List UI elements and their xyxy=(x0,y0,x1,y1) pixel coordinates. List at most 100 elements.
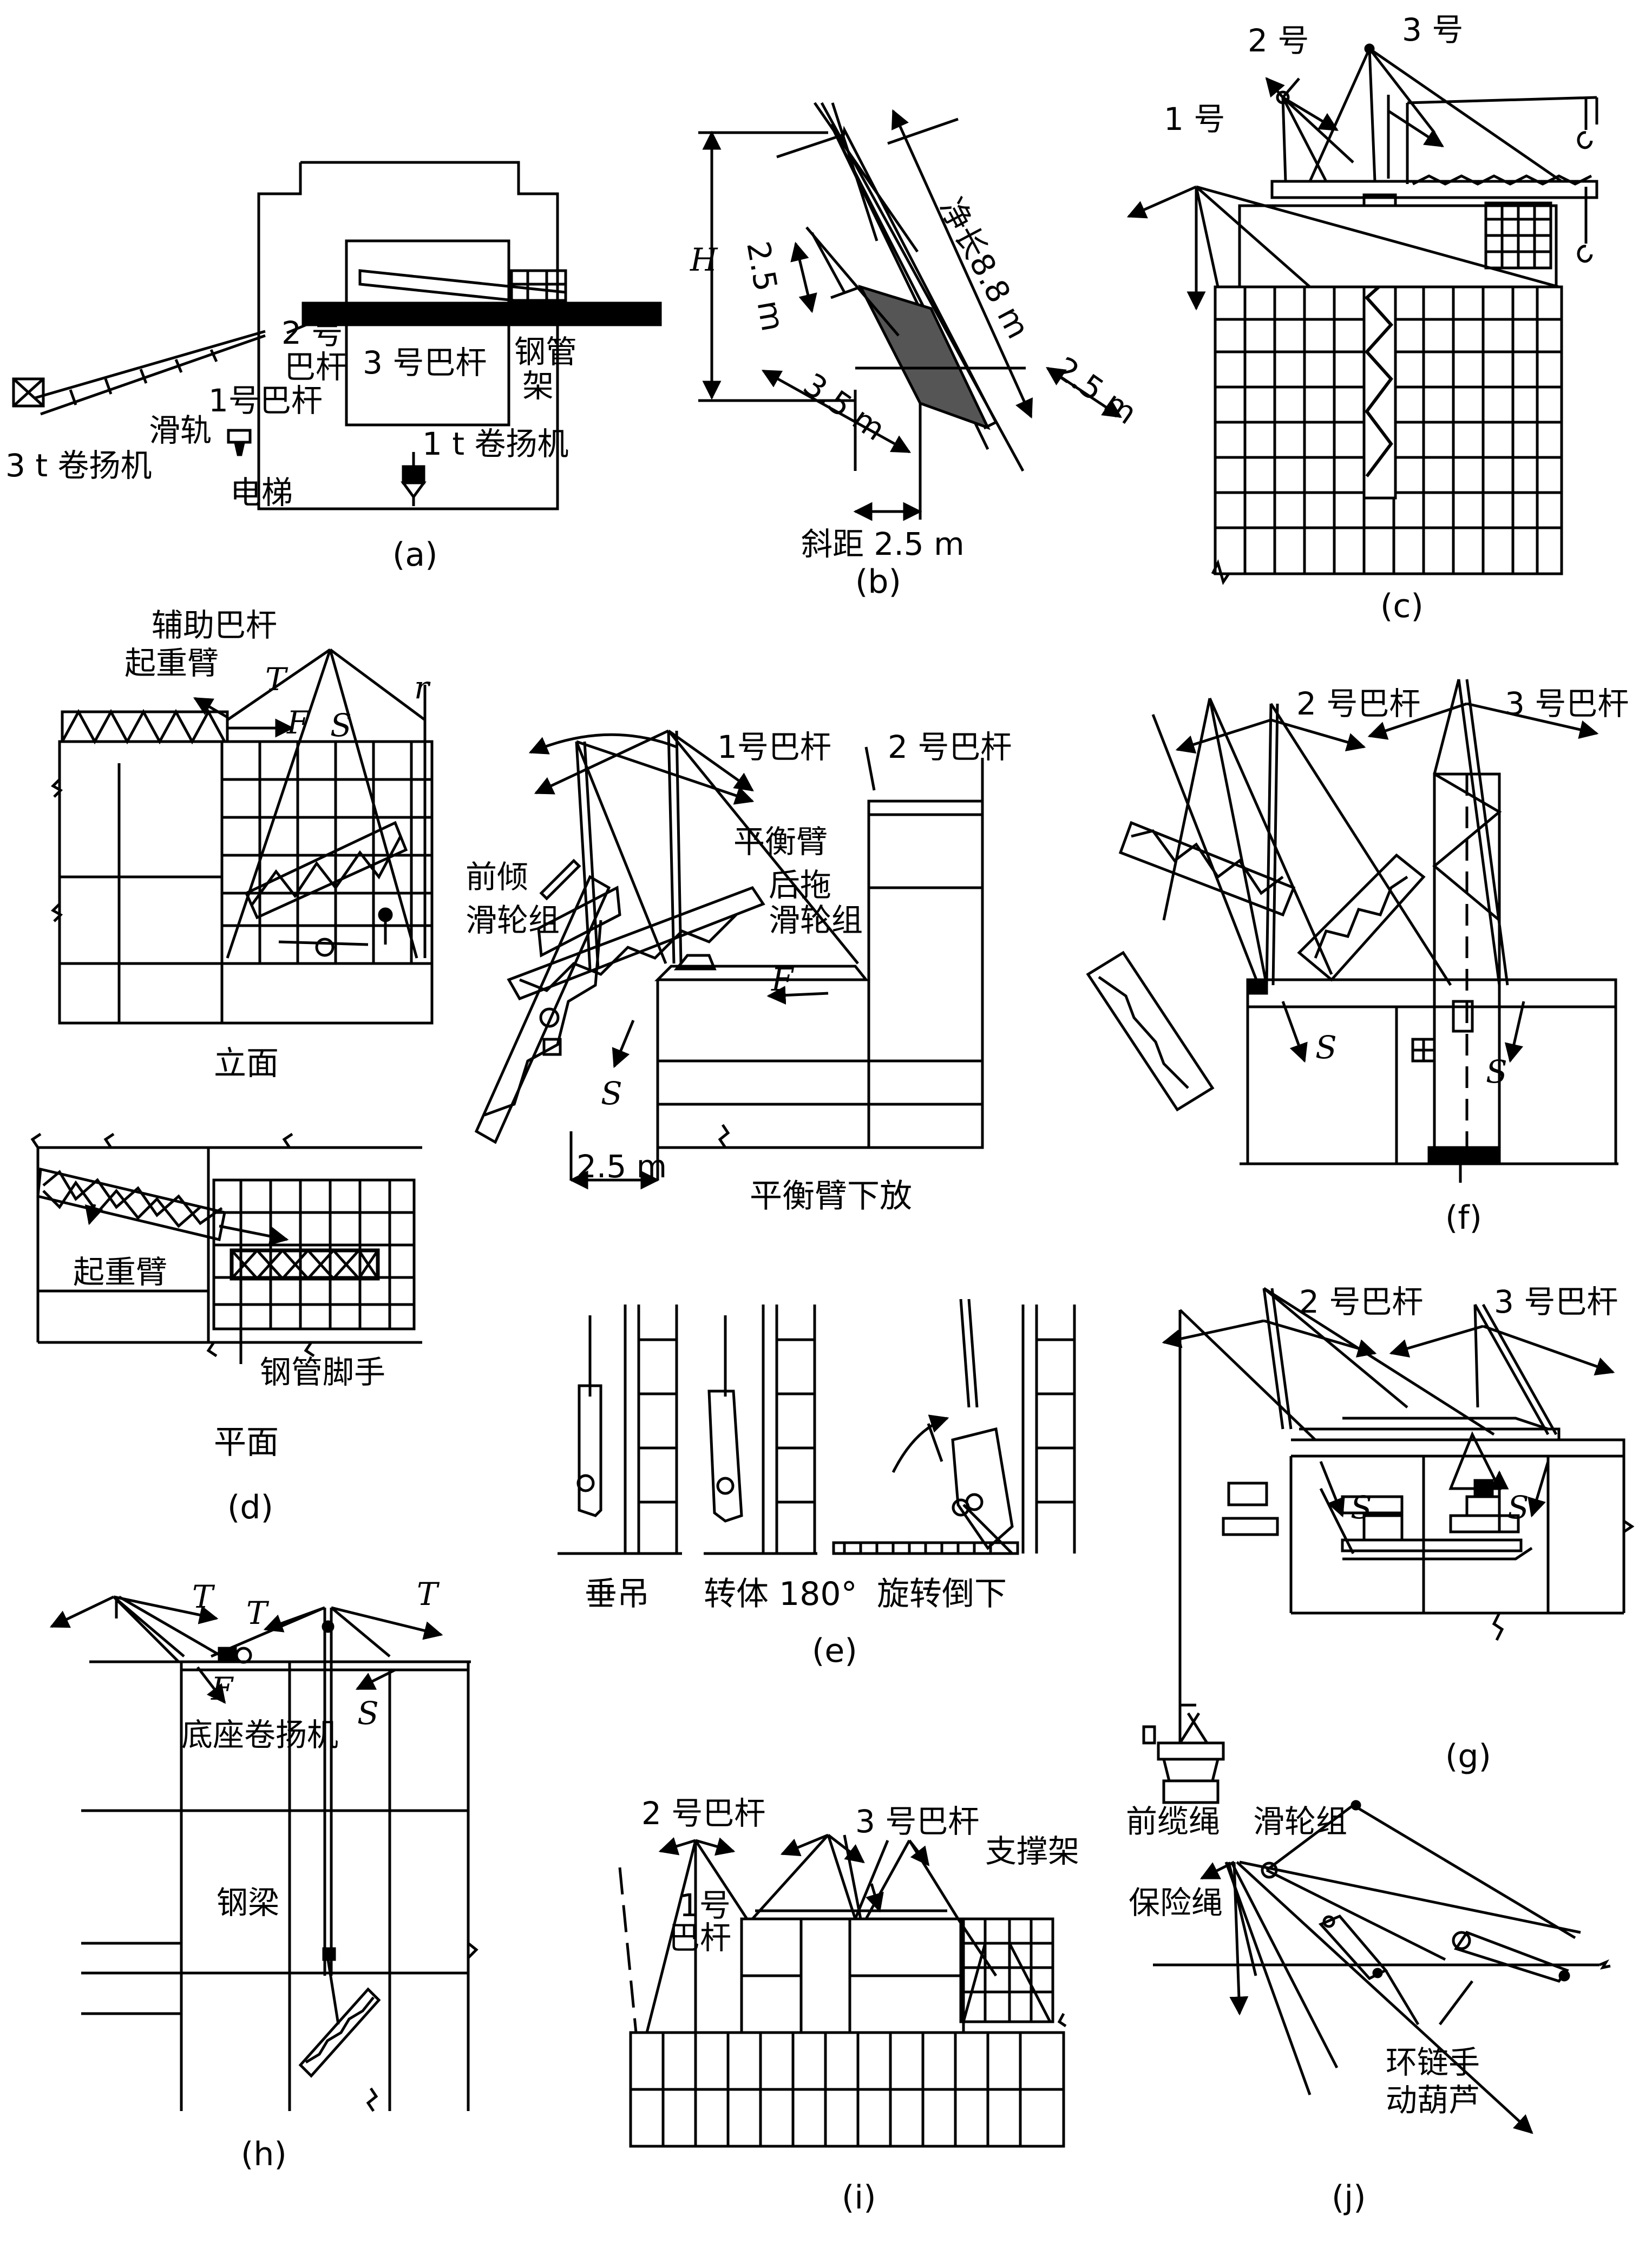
winch-3t-icon xyxy=(12,377,45,408)
e-label-rotate: 转体 180° xyxy=(704,1575,857,1613)
c-label-no2: 2 号 xyxy=(1248,22,1309,59)
b-label-2.5-right: 2.5 m xyxy=(1048,350,1144,432)
boom-3-on-roof xyxy=(324,269,585,316)
b-label-slant: 斜距 2.5 m xyxy=(801,526,965,562)
i-label-pole1-b: 巴杆 xyxy=(668,1919,731,1956)
f-label-S-left: S xyxy=(1315,1029,1337,1066)
center-label-pole1: 1号巴杆 xyxy=(717,729,831,765)
j-label-hoist-a: 环链手 xyxy=(1386,2044,1480,2081)
d-label-r: r xyxy=(414,669,431,706)
panel-j xyxy=(1153,1800,1611,2134)
caption-c: (c) xyxy=(1380,587,1424,625)
dim-8.8m xyxy=(891,109,1033,419)
bay-rectangle xyxy=(345,239,510,427)
h-label-F: F xyxy=(211,1670,234,1707)
truss-segments-f xyxy=(1086,697,1426,1112)
center-label-pulley2: 滑轮组 xyxy=(769,902,863,939)
crane-arm-truss-elev xyxy=(61,709,229,745)
i-label-support: 支撑架 xyxy=(985,1833,1079,1870)
building-center xyxy=(654,746,984,1149)
steel-beam-h xyxy=(298,1959,381,2078)
caption-h: (h) xyxy=(241,2135,287,2173)
center-label-balance: 平衡臂 xyxy=(733,823,828,860)
long-derrick-boom xyxy=(35,330,266,416)
a-label-pipe: 钢管 xyxy=(514,333,577,370)
d-label-T: T xyxy=(265,661,289,698)
gin-poles-f xyxy=(1151,679,1509,995)
balance-arm xyxy=(507,886,765,1001)
h-label-T1: T xyxy=(192,1578,215,1615)
e-label-fall: 旋转倒下 xyxy=(877,1575,1007,1613)
center-label-2.5m: 2.5 m xyxy=(576,1148,667,1185)
roof-top-c xyxy=(1238,180,1598,289)
winch-1t-icon xyxy=(401,452,427,506)
a-label-frame: 架 xyxy=(522,368,554,404)
gin-poles-g xyxy=(1178,1287,1558,1743)
d-label-crane-arm-plan: 起重臂 xyxy=(73,1254,167,1290)
a-label-no2: 2 号 xyxy=(281,314,343,351)
a-label-pole1: 1号巴杆 xyxy=(208,382,323,419)
hook-icons xyxy=(1577,131,1593,263)
caption-d: (d) xyxy=(227,1489,273,1526)
e-label-hang: 垂吊 xyxy=(585,1575,650,1613)
j-label-pulley: 滑轮组 xyxy=(1253,1803,1347,1840)
panel-e xyxy=(558,1299,1076,1555)
d-label-S: S xyxy=(330,707,352,744)
building-h xyxy=(81,1660,478,2112)
i-label-pole3: 3 号巴杆 xyxy=(855,1803,979,1840)
f-label-pole3: 3 号巴杆 xyxy=(1505,685,1629,722)
panel-a xyxy=(12,161,662,510)
dim-3.5m xyxy=(761,369,912,454)
caption-b: (b) xyxy=(855,563,901,601)
d-label-elevation: 立面 xyxy=(214,1045,279,1083)
a-label-rail: 滑轨 xyxy=(149,412,212,449)
d-label-plan: 平面 xyxy=(214,1424,279,1461)
a-label-elevator: 电梯 xyxy=(230,474,293,511)
panel-h xyxy=(49,1595,478,2112)
caption-a: (a) xyxy=(392,536,438,574)
caption-g: (g) xyxy=(1445,1738,1491,1775)
a-label-pole3: 3 号巴杆 xyxy=(363,344,487,381)
b-label-2.5-left: 2.5 m xyxy=(739,239,791,334)
e-fall xyxy=(832,1299,1076,1555)
j-label-front-rope: 前缆绳 xyxy=(1126,1803,1220,1840)
a-label-winch3t: 3 t 卷扬机 xyxy=(5,447,152,484)
dim-2.5m-left xyxy=(790,241,817,313)
d-label-F: F xyxy=(286,704,310,741)
j-label-safety-rope: 保险绳 xyxy=(1129,1884,1223,1921)
h-label-steel-beam: 钢梁 xyxy=(217,1884,279,1921)
d-label-aux-pole: 辅助巴杆 xyxy=(152,607,277,644)
building-f xyxy=(1246,772,1617,1165)
i-label-pole1-a: 1号 xyxy=(679,1887,731,1924)
center-label-S: S xyxy=(601,1075,622,1112)
center-label-rear: 后拖 xyxy=(769,867,831,903)
center-label-caption: 平衡臂下放 xyxy=(750,1177,912,1215)
rear-lower-arm xyxy=(537,858,621,958)
e-rotate xyxy=(704,1305,817,1555)
h-label-base-winch: 底座卷扬机 xyxy=(181,1716,338,1753)
e-hang xyxy=(558,1305,682,1555)
elevation-building xyxy=(58,740,434,1025)
plan-view xyxy=(30,1132,422,1364)
panel-d xyxy=(30,648,434,1364)
building-g xyxy=(1289,1417,1635,1641)
panel-b xyxy=(698,102,1122,521)
b-label-3.5: 3.5 m xyxy=(797,366,892,448)
g-label-pole2: 2 号巴杆 xyxy=(1299,1283,1423,1320)
c-label-no1: 1 号 xyxy=(1164,101,1225,137)
b-label-length: 净长8.8 m xyxy=(933,192,1037,345)
b-label-H: H xyxy=(690,241,718,278)
truss-jib xyxy=(1412,174,1592,186)
j-label-hoist-b: 动葫芦 xyxy=(1386,2082,1480,2119)
panel-g xyxy=(1142,1287,1635,1804)
caption-f: (f) xyxy=(1445,1199,1482,1237)
h-label-T3: T xyxy=(417,1576,440,1613)
hatched-wedge xyxy=(858,284,991,430)
aux-derrick-elev xyxy=(226,648,427,959)
h-label-T2: T xyxy=(246,1595,270,1631)
d-label-crane-arm: 起重臂 xyxy=(124,645,219,681)
f-label-S-right: S xyxy=(1486,1053,1507,1090)
g-label-S-left: S xyxy=(1351,1489,1372,1526)
panel-center xyxy=(474,729,984,1190)
